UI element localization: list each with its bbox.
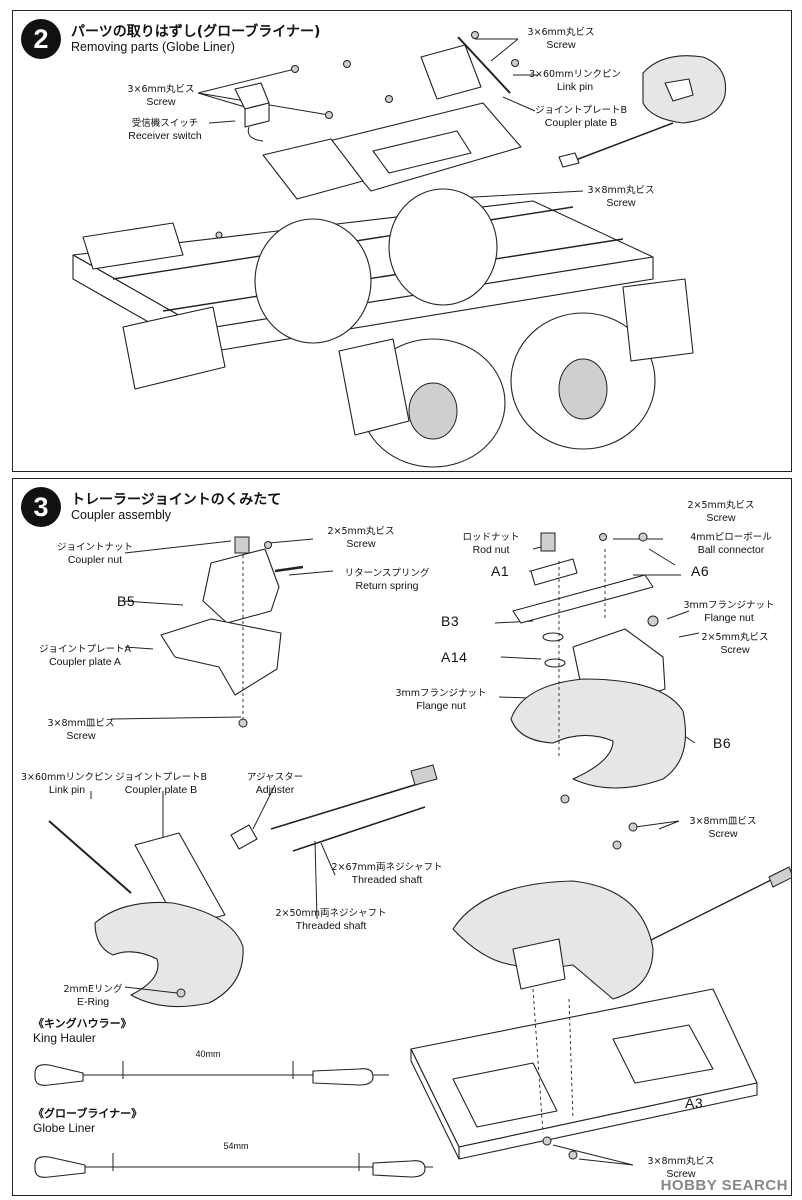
part-code-a6: A6 (691, 563, 710, 579)
step-number-badge: 3 (21, 487, 61, 527)
part-code-a1: A1 (491, 563, 510, 579)
part-code-b6: B6 (713, 735, 732, 751)
part-code-b3: B3 (441, 613, 460, 629)
section-globe-liner: 《グローブライナー》Globe Liner (33, 1107, 143, 1135)
part-code-a14: A14 (441, 649, 468, 665)
step-3-panel: 3 トレーラージョイントのくみたて Coupler assembly (12, 478, 792, 1196)
coupler-assembly-illustration (34, 532, 791, 1178)
watermark-logo: HOBBY SEARCH (660, 1177, 788, 1194)
step-number-badge: 2 (21, 19, 61, 59)
step-title-en: Coupler assembly (71, 508, 172, 522)
dimension-40mm: 40mm (195, 1049, 221, 1059)
step-title-en: Removing parts (Globe Liner) (71, 40, 235, 54)
part-code-a3: A3 (685, 1095, 704, 1111)
chassis-removal-illustration (72, 31, 727, 468)
step-title-jp: パーツの取りはずし(グローブライナー) (71, 24, 321, 40)
step-2-panel: 2 パーツの取りはずし(グローブライナー) Removing parts (Gl… (12, 10, 792, 472)
part-code-b5: B5 (117, 593, 136, 609)
step-title-jp: トレーラージョイントのくみたて (71, 492, 282, 508)
dimension-54mm: 54mm (223, 1141, 249, 1151)
section-king-hauler: 《キングハウラー》King Hauler (33, 1017, 132, 1045)
